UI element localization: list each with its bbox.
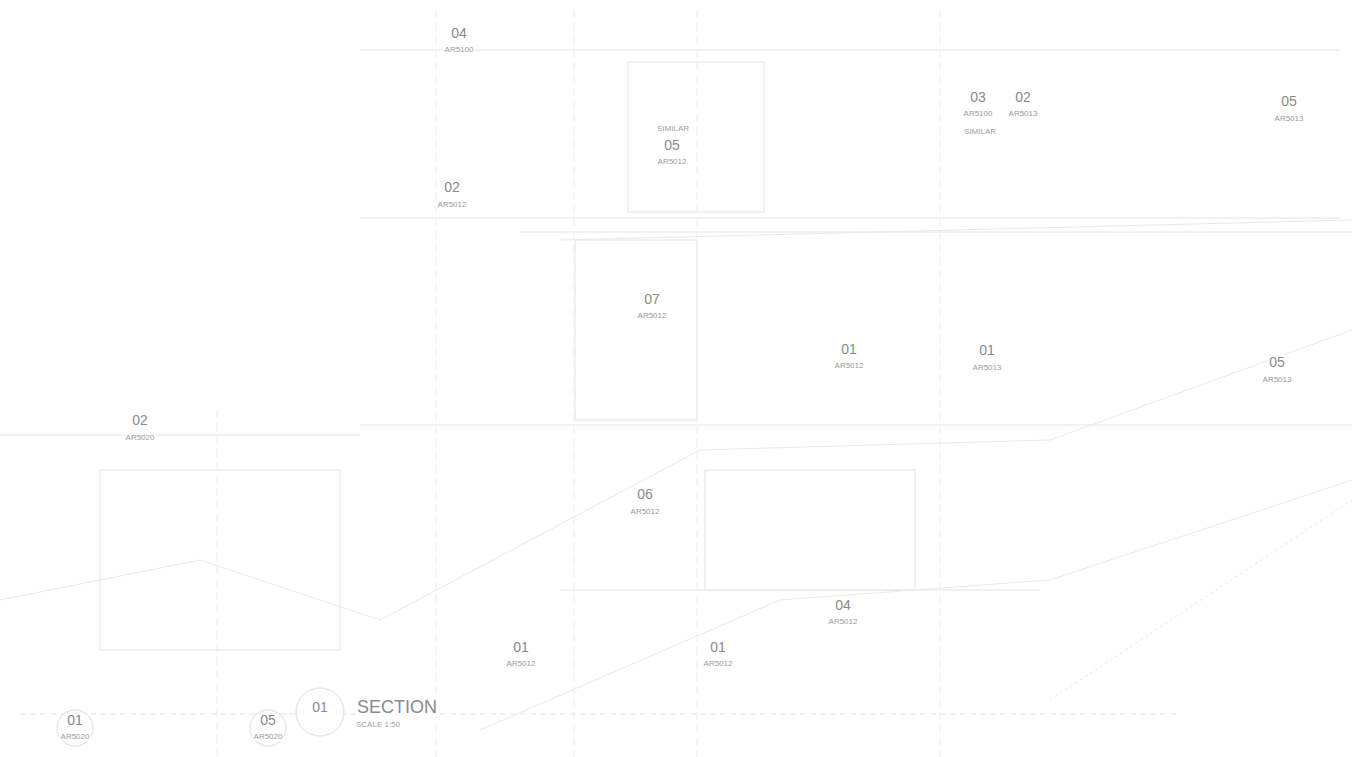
sheet-reference: AR5020 [125,434,156,442]
callout-number: 01 [709,640,727,654]
sheet-reference: AR5020 [253,733,284,741]
sheet-reference: AR5013 [1262,376,1293,384]
sheet-reference: AR5012 [437,201,468,209]
sheet-reference: AR5012 [834,362,865,370]
sheet-reference: AR5012 [828,618,859,626]
sheet-reference: AR5012 [657,158,688,166]
callout-number: 07 [643,292,661,306]
sheet-reference: AR5013 [1274,115,1305,123]
callout-number: 05 [1280,94,1298,108]
sheet-reference: AR5020 [60,733,91,741]
callout-number: 05 [1268,355,1286,369]
callout-number: 04 [450,26,468,40]
callout-number: 01 [978,343,996,357]
sheet-reference: AR5013 [972,364,1003,372]
callout-number: 02 [443,180,461,194]
sheet-reference: AR5100 [963,110,994,118]
callout-number: 05 [663,138,681,152]
sheet-reference: AR5012 [637,312,668,320]
callout-number: 03 [969,90,987,104]
callout-number: 01 [311,700,329,714]
callout-number: 02 [131,413,149,427]
callout-note: SCALE 1:50 [355,721,401,729]
callout-number: 01 [66,713,84,727]
callout-number: 06 [636,487,654,501]
sheet-reference: AR5012 [630,508,661,516]
callout-number: 01 [840,342,858,356]
sheet-reference: AR5012 [506,660,537,668]
callout-number: 01 [512,640,530,654]
section-title: SECTION [357,698,437,716]
callout-number: 05 [259,713,277,727]
callout-note: SIMILAR [963,128,997,136]
callout-number: 02 [1014,90,1032,104]
sheet-reference: AR5012 [703,660,734,668]
sheet-reference: AR5100 [444,46,475,54]
callout-number: 04 [834,598,852,612]
callout-note: SIMILAR [656,125,690,133]
sheet-reference: AR5013 [1008,110,1039,118]
